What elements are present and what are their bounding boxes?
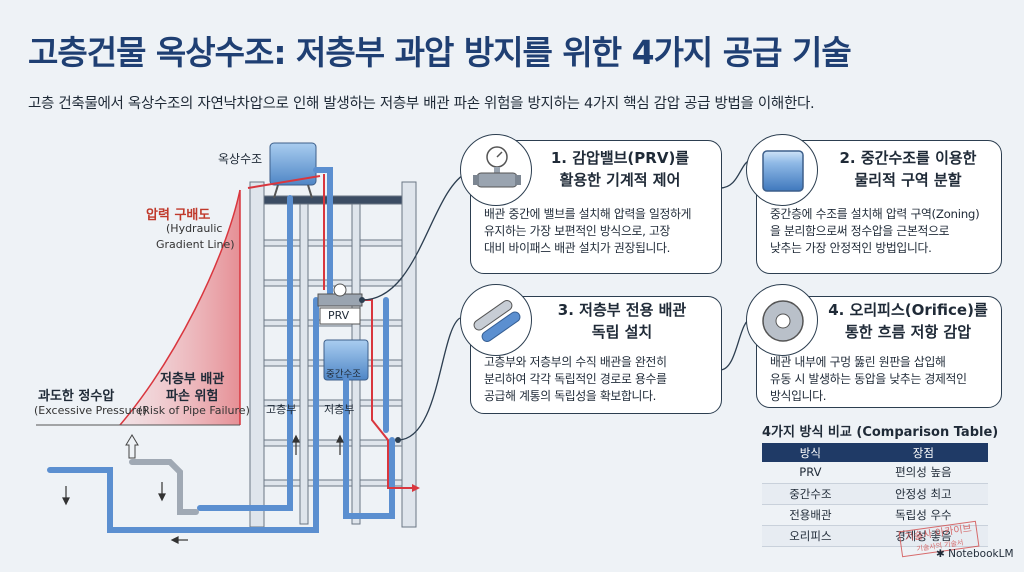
table-cell: PRV: [762, 462, 859, 484]
gradient-label-en1: (Hydraulic: [166, 222, 223, 235]
orifice-disc-icon: [762, 300, 804, 342]
excess-pressure-label: 과도한 정수압: [38, 389, 115, 404]
roof-tank-label: 옥상수조: [218, 152, 263, 166]
table-row: 전용배관 독립성 우수: [762, 504, 988, 526]
table-cell: 중간수조: [762, 483, 859, 505]
building-frame: [249, 181, 417, 528]
method-title-3b: 독립 설치: [591, 323, 653, 341]
method-desc-4-line3: 방식입니다.: [770, 389, 827, 403]
pressure-gradient-line: [119, 189, 241, 426]
method-title-4a: 4. 오리피스(Orifice)를: [828, 301, 988, 319]
high-zone-label: 고층부: [266, 403, 297, 416]
page-subtitle: 고층 건축물에서 옥상수조의 자연낙차압으로 인해 발생하는 저층부 배관 파손…: [28, 96, 815, 112]
method-desc-3-line2: 분리하여 각각 독립적인 경로로 용수를: [484, 372, 667, 386]
comparison-table-title: 4가지 방식 비교 (Comparison Table): [762, 425, 999, 440]
method-icon-circle-1: [460, 134, 532, 206]
table-header-advantage: 장점: [858, 443, 988, 462]
table-row: 중간수조 안정성 최고: [762, 483, 988, 505]
comparison-table: 방식 장점 PRV 편의성 높음 중간수조 안정성 최고 전용배관 독립성 우수…: [762, 443, 988, 547]
method-desc-3-line1: 고층부와 저층부의 수직 배관을 완전히: [484, 355, 667, 369]
brand-name: NotebookLM: [948, 548, 1014, 560]
method-icon-circle-4: [746, 284, 818, 356]
gradient-label-en2: Gradient Line): [156, 238, 235, 251]
table-header-method: 방식: [762, 443, 859, 462]
method-title-2b: 물리적 구역 분할: [854, 171, 962, 189]
method-title-3a: 3. 저층부 전용 배관: [557, 301, 687, 319]
method-desc-1-line3: 대비 바이패스 배관 설치가 권장됩니다.: [484, 241, 671, 255]
method-desc-2-line2: 을 분리함으로써 정수압을 근본적으로: [770, 224, 950, 238]
table-cell: 오리피스: [762, 525, 859, 547]
pipe-risk-label-1: 저층부 배관: [160, 372, 225, 387]
brand-mark-icon: ✱: [936, 548, 949, 560]
method-desc-4-line2: 유동 시 발생하는 동압을 낮추는 경제적인: [770, 372, 967, 386]
gradient-label-ko: 압력 구배도: [146, 208, 211, 223]
method-title-1a: 1. 감압밸브(PRV)를: [550, 149, 690, 167]
table-cell: 전용배관: [762, 504, 859, 526]
method-desc-1-line2: 유지하는 가장 보편적인 방식으로, 고장: [484, 224, 671, 238]
pressure-gradient-area: [120, 190, 240, 425]
pipes-icon: [473, 300, 521, 342]
pipe-risk-label-2: 파손 위험: [166, 389, 219, 404]
method-title-1b: 활용한 기계적 제어: [559, 171, 681, 189]
method-desc-3-line3: 공급해 계통의 독립성을 확보합니다.: [484, 389, 657, 403]
mid-tank-label: 중간수조: [326, 369, 361, 380]
method-desc-1-line1: 배관 중간에 밸브를 설치해 압력을 일정하게: [484, 207, 692, 221]
table-row: 오리피스 경제성 좋음: [762, 525, 988, 547]
page-title: 고층건물 옥상수조: 저층부 과압 방지를 위한 4가지 공급 기술: [28, 33, 852, 72]
method-desc-4-line1: 배관 내부에 구멍 뚫린 원판을 삽입해: [770, 355, 946, 369]
method-title-4b: 통한 흐름 저항 감압: [844, 323, 972, 341]
method-icon-circle-3: [460, 284, 532, 356]
pressure-valve-icon: [473, 146, 521, 188]
table-cell: 편의성 높음: [858, 462, 988, 484]
method-desc-2-line3: 낮추는 가장 안정적인 방법입니다.: [770, 241, 932, 255]
water-tank-icon: [762, 150, 804, 192]
table-cell: 경제성 좋음: [858, 525, 988, 547]
method-title-2a: 2. 중간수조를 이용한: [839, 149, 977, 167]
roof-tank-icon: [269, 142, 317, 199]
brand-logo: ✱ NotebookLM: [936, 548, 1014, 560]
table-row: PRV 편의성 높음: [762, 462, 988, 484]
table-cell: 안정성 최고: [858, 483, 988, 505]
pipe-risk-label-en: (Risk of Pipe Failure): [138, 404, 250, 417]
method-desc-2-line1: 중간층에 수조를 설치해 압력 구역(Zoning): [770, 207, 980, 221]
prv-label: PRV: [328, 309, 350, 322]
method-icon-circle-2: [746, 134, 818, 206]
low-zone-label: 저층부: [324, 403, 355, 416]
table-cell: 독립성 우수: [858, 504, 988, 526]
excess-pressure-label-en: (Excessive Pressure): [34, 404, 147, 417]
